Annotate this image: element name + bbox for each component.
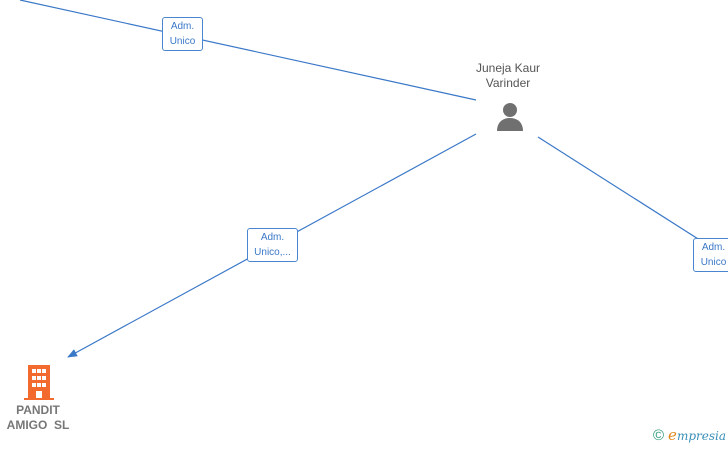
brand-name-rest: mpresia	[676, 429, 726, 443]
brand-logo: © empresia	[653, 426, 726, 444]
edge-label-line2: Unico	[169, 36, 196, 47]
building-icon[interactable]	[24, 365, 54, 400]
copyright-symbol: ©	[652, 426, 665, 444]
company-name-line1: PANDIT	[16, 403, 60, 417]
person-name-line1: Juneja Kaur	[475, 61, 541, 75]
brand-name: empresia	[668, 426, 726, 444]
edge-label-line1: Adm.	[170, 21, 195, 32]
brand-name-first: e	[668, 426, 677, 444]
edge-label-line2: Unico	[700, 257, 727, 268]
company-name[interactable]: PANDIT AMIGO SL	[0, 403, 76, 433]
person-name[interactable]: Juneja Kaur Varinder	[458, 61, 558, 91]
edge-label-to-company[interactable]: Adm. Unico,...	[247, 228, 298, 262]
edge-label-top-left[interactable]: Adm. Unico	[162, 17, 203, 51]
edge-line-right	[537, 136, 728, 259]
edge-label-line2: Unico,...	[254, 247, 291, 258]
person-icon[interactable]	[495, 101, 525, 131]
edge-label-line1: Adm.	[701, 242, 726, 253]
company-name-line2: AMIGO SL	[6, 418, 70, 432]
edge-label-right[interactable]: Adm. Unico	[693, 238, 728, 272]
edge-label-line1: Adm.	[260, 232, 285, 243]
person-name-line2: Varinder	[485, 76, 531, 90]
edge-line-top-left	[19, 0, 477, 101]
